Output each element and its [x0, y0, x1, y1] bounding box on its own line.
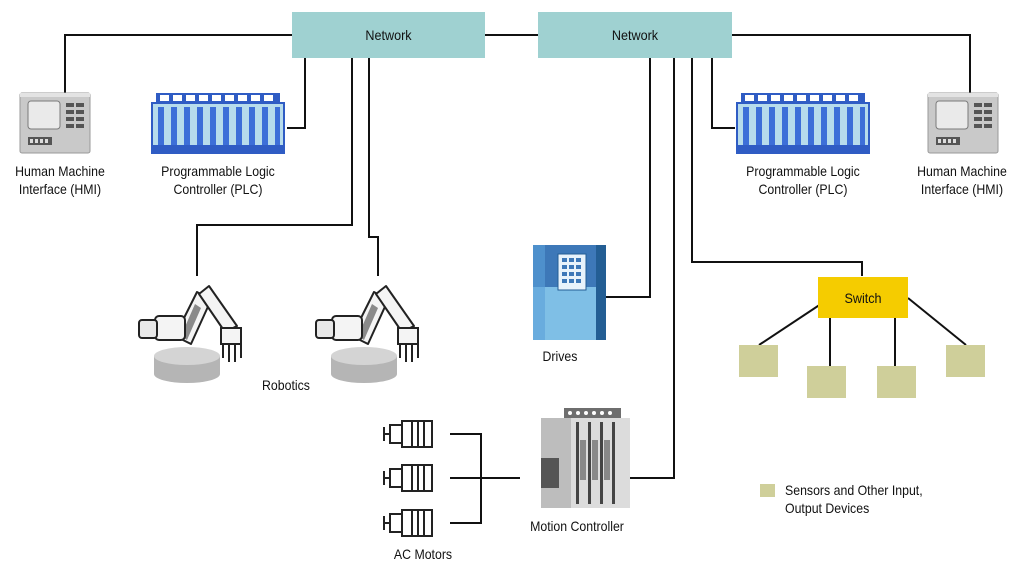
drive-icon: [533, 245, 606, 340]
network-label-left: Network: [365, 27, 412, 43]
network-box-left: [292, 12, 485, 58]
plc-icon: [736, 92, 870, 154]
sensor-device-icon: [739, 345, 778, 377]
plc-right-label: Programmable Logic Controller (PLC): [746, 163, 860, 197]
hmi-icon: [19, 92, 91, 154]
robotics-label: Robotics: [262, 377, 310, 393]
motion-controller-icon: [541, 408, 630, 508]
ac-motor-icon: [383, 420, 433, 448]
hmi-icon: [927, 92, 999, 154]
plc-left-label: Programmable Logic Controller (PLC): [161, 163, 275, 197]
switch-box: [818, 277, 908, 318]
sensor-device-icon: [877, 366, 916, 398]
robot-arm-icon: [315, 285, 419, 384]
sensor-device-icon: [807, 366, 846, 398]
switch-label: Switch: [844, 289, 882, 306]
ac-motors-label: AC Motors: [393, 546, 453, 562]
network-box-right: [538, 12, 732, 58]
ac-motor-icon: [383, 509, 433, 537]
ac-motor-icon: [383, 464, 433, 492]
plc-icon: [151, 92, 285, 154]
robot-arm-icon: [138, 285, 242, 384]
network-label-right: Network: [611, 27, 659, 43]
hmi-left-label: Human Machine Interface (HMI): [15, 163, 105, 197]
sensor-device-icon: [946, 345, 985, 377]
drives-label: Drives: [542, 348, 578, 364]
hmi-right-label: Human Machine Interface (HMI): [917, 163, 1007, 197]
motion-controller-label: Motion Controller: [530, 518, 624, 534]
legend-label: Sensors and Other Input, Output Devices: [785, 482, 923, 516]
legend-swatch: [760, 484, 775, 497]
